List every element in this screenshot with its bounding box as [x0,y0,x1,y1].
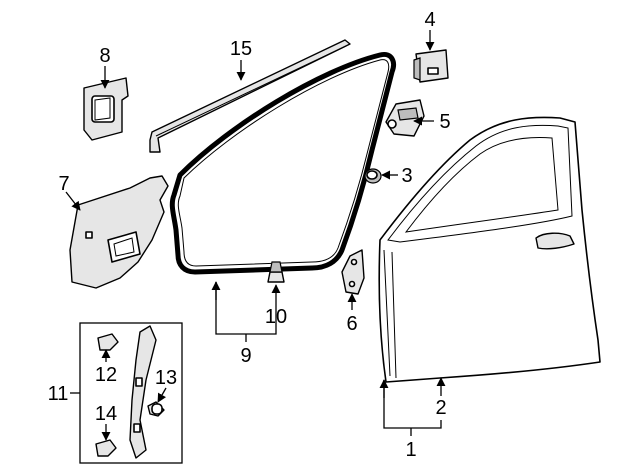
part-8-bezel [83,77,129,141]
part-7-insulator [69,175,169,289]
part-11-seal-strip [129,325,157,459]
part-14-clip [95,439,117,457]
callout-7: 7 [58,173,69,195]
callout-8: 8 [99,45,110,67]
part-3-bumper [364,168,382,184]
callout-9: 9 [240,345,251,367]
part-1-door-shell [378,116,601,383]
callout-4: 4 [424,9,435,31]
part-10-clip [267,261,285,283]
part-13-fastener [147,401,165,417]
part-12-clip [97,333,119,351]
part-5-door-check [385,99,425,137]
callout-3: 3 [401,165,412,187]
part-15-glass-run-channel [149,39,351,153]
callout-11: 11 [48,383,69,405]
callout-10: 10 [265,306,287,328]
callout-5: 5 [439,111,450,133]
callout-2: 2 [435,397,446,419]
callout-1: 1 [405,439,416,461]
part-6-hinge [341,249,365,295]
part-9-door-weatherstrip [169,51,396,275]
callout-15: 15 [230,38,252,60]
callout-12: 12 [95,364,117,386]
callout-14: 14 [95,403,117,425]
callout-13: 13 [155,367,177,389]
part-4-bracket [413,49,449,83]
callout-6: 6 [346,313,357,335]
